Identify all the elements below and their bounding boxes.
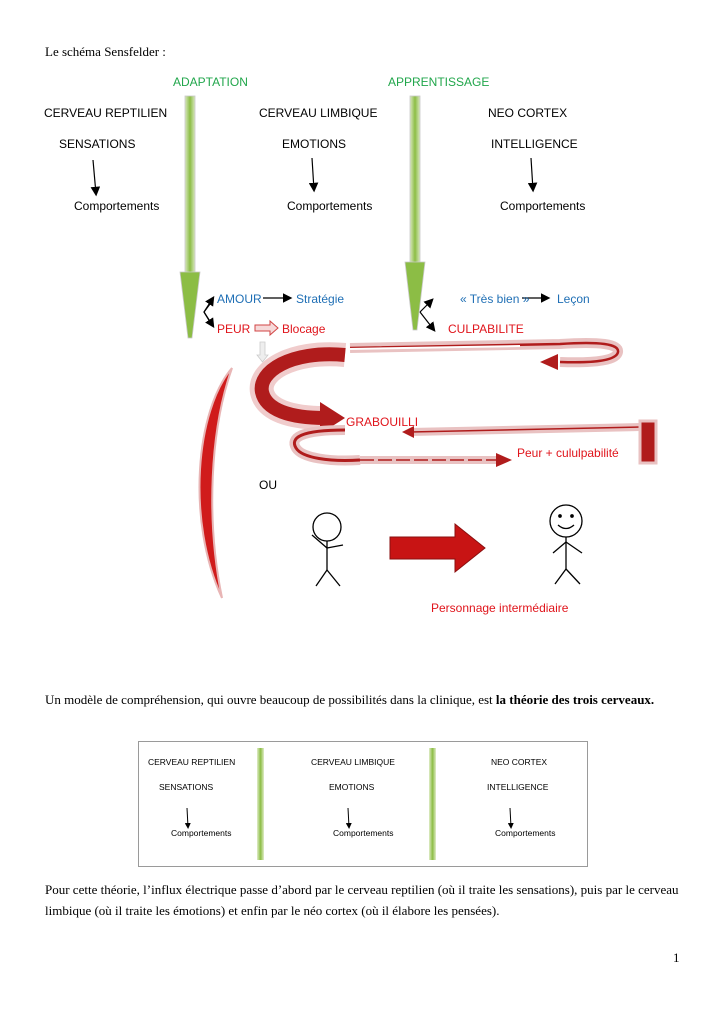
inset-col1-brain: CERVEAU REPTILIEN bbox=[148, 757, 236, 767]
stick-figures bbox=[311, 504, 583, 587]
branch-left-up-arrow bbox=[203, 295, 215, 313]
down-arrow-1 bbox=[90, 159, 101, 197]
inset-col1-output: Comportements bbox=[171, 828, 232, 838]
adaptation-label: ADAPTATION bbox=[173, 75, 248, 89]
page-number: 1 bbox=[673, 950, 680, 965]
peur-culpabilite-label: Peur + cululpabilité bbox=[517, 446, 619, 460]
col3-input: INTELLIGENCE bbox=[491, 137, 578, 151]
branch-left-down-arrow bbox=[203, 311, 215, 329]
inset-col2-brain: CERVEAU LIMBIQUE bbox=[311, 757, 395, 767]
inset-col1-input: SENSATIONS bbox=[159, 782, 214, 792]
apprentissage-arrow bbox=[404, 95, 426, 331]
col1-brain: CERVEAU REPTILIEN bbox=[44, 106, 168, 120]
inset-green-bar-1 bbox=[257, 748, 264, 860]
intro-paragraph: Un modèle de compréhension, qui ouvre be… bbox=[45, 689, 685, 710]
inset-col2-input: EMOTIONS bbox=[329, 782, 375, 792]
transformation-arrow bbox=[389, 522, 486, 574]
peur-culpabilite-loop bbox=[289, 419, 658, 467]
inset-arrow-3 bbox=[507, 807, 514, 829]
down-arrow-2 bbox=[308, 157, 319, 193]
intro-text: Un modèle de compréhension, qui ouvre be… bbox=[45, 692, 496, 707]
personnage-label: Personnage intermédiaire bbox=[431, 601, 569, 615]
apprentissage-label: APPRENTISSAGE bbox=[388, 75, 490, 89]
page-heading: Le schéma Sensfelder : bbox=[45, 44, 166, 59]
adaptation-arrow bbox=[179, 95, 201, 339]
inset-arrow-2 bbox=[345, 807, 352, 829]
theory-paragraph: Pour cette théorie, l’influx électrique … bbox=[45, 882, 679, 918]
culpabilite-label: CULPABILITE bbox=[448, 322, 524, 336]
col2-brain: CERVEAU LIMBIQUE bbox=[259, 106, 378, 120]
col2-output: Comportements bbox=[287, 199, 373, 213]
red-crescent bbox=[198, 367, 233, 599]
col2-input: EMOTIONS bbox=[282, 137, 347, 151]
inset-arrow-1 bbox=[184, 807, 191, 829]
inset-col3-brain: NEO CORTEX bbox=[491, 757, 548, 767]
sad-figure bbox=[311, 512, 344, 587]
three-brains-inset: CERVEAU REPTILIEN SENSATIONS Comportemen… bbox=[138, 741, 588, 867]
col3-brain: NEO CORTEX bbox=[488, 106, 568, 120]
peur-blocage-arrow bbox=[254, 319, 279, 337]
intro-bold: la théorie des trois cerveaux. bbox=[495, 692, 655, 707]
inset-col3-input: INTELLIGENCE bbox=[487, 782, 549, 792]
blocage-label: Blocage bbox=[282, 322, 326, 336]
down-arrow-3 bbox=[527, 157, 538, 193]
culpabilite-loop bbox=[347, 338, 623, 370]
inset-graphics bbox=[184, 748, 514, 860]
amour-label: AMOUR bbox=[217, 292, 262, 306]
strategie-label: Stratégie bbox=[296, 292, 345, 306]
tres-bien-label: « Très bien » bbox=[460, 292, 530, 306]
peur-down-arrow bbox=[256, 341, 269, 363]
smiling-figure bbox=[549, 504, 583, 585]
col1-output: Comportements bbox=[74, 199, 160, 213]
peur-label: PEUR bbox=[217, 322, 251, 336]
lecon-label: Leçon bbox=[557, 292, 590, 306]
col3-output: Comportements bbox=[500, 199, 586, 213]
branch-right-down-arrow bbox=[419, 311, 436, 332]
branch-right-up-arrow bbox=[419, 298, 434, 313]
inset-col3-output: Comportements bbox=[495, 828, 556, 838]
grabouilli-label: GRABOUILLI bbox=[346, 415, 419, 429]
inset-green-bar-2 bbox=[429, 748, 436, 860]
inset-col2-output: Comportements bbox=[333, 828, 394, 838]
col1-input: SENSATIONS bbox=[59, 137, 136, 151]
ou-label: OU bbox=[259, 478, 277, 492]
sensfelder-diagram bbox=[90, 95, 658, 599]
